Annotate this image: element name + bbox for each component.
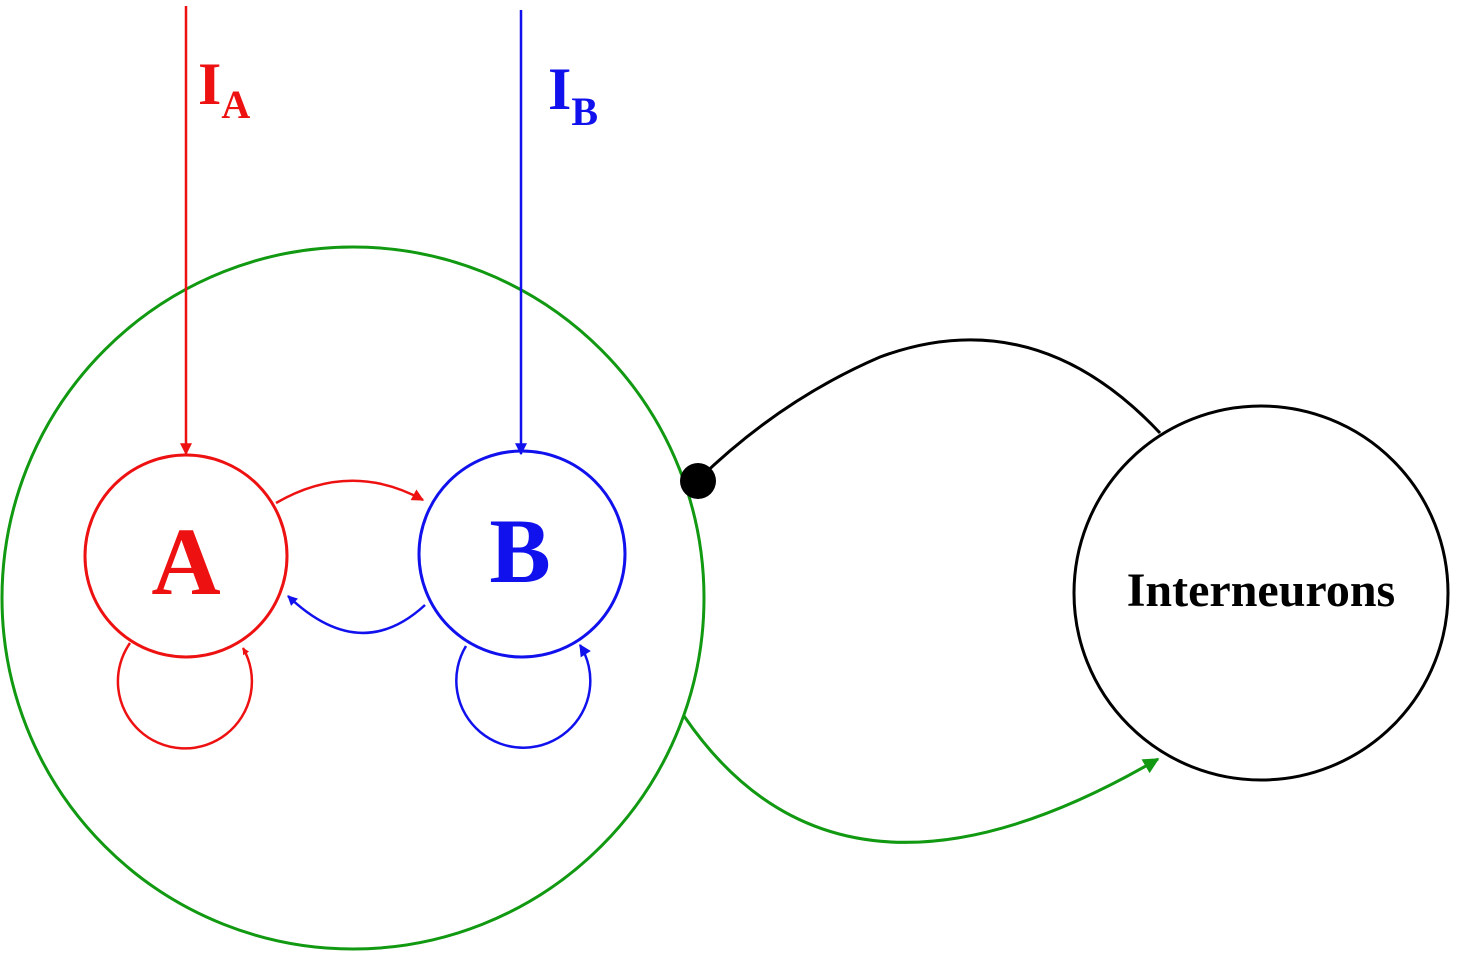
connection-a-to-b: [275, 479, 425, 505]
input-b-label: IB: [548, 56, 598, 134]
population-b-label: B: [489, 500, 550, 602]
interneurons-circle: [1072, 404, 1450, 782]
excitatory-pool-circle: [0, 245, 706, 951]
excitatory-projection: [682, 715, 1160, 844]
self-connection-b: [455, 643, 592, 749]
population-a-circle: [83, 453, 289, 659]
population-a-label: A: [151, 508, 220, 615]
self-connection-a: [116, 642, 254, 750]
input-a-label: IA: [198, 51, 250, 127]
inhibitory-synapse-dot: [680, 463, 716, 499]
inhibitory-feedback: [696, 338, 1162, 482]
population-b-circle: [417, 449, 627, 659]
interneurons-label: Interneurons: [1127, 564, 1395, 617]
connection-b-to-a: [287, 595, 426, 634]
